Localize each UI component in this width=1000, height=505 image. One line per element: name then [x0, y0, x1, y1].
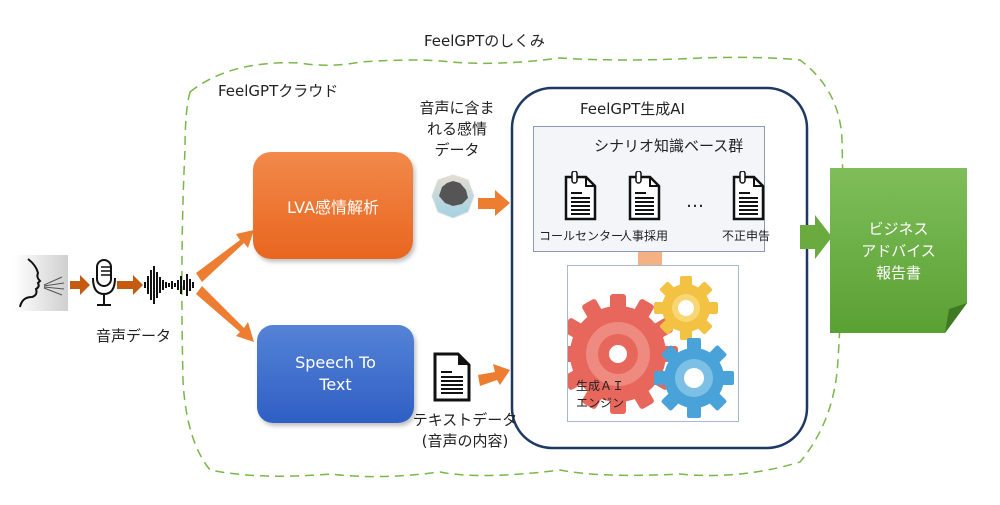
knowledge-base-title: シナリオ知識ベース群 [594, 137, 744, 155]
diagram-title: FeelGPTのしくみ [424, 32, 545, 50]
radar-chart-icon [428, 172, 478, 220]
gear-red [568, 294, 678, 414]
emotion-data-line3: データ [434, 141, 480, 159]
report-line2: アドバイス [861, 241, 936, 260]
engine-label-line1: 生成ＡＩ [576, 379, 625, 393]
lva-label: LVA感情解析 [286, 197, 380, 217]
knowledge-base-group: シナリオ知識ベース群 コールセンター 人事採用 … 不正申告 [533, 126, 770, 252]
cloud-border [181, 56, 844, 478]
gear-blue [654, 338, 734, 418]
stt-label-line1: Speech To [295, 353, 376, 372]
audio-data-label: 音声データ [96, 327, 172, 345]
kb-item-label: 人事採用 [620, 229, 669, 243]
arrow-ai-to-report [800, 215, 832, 259]
kb-item-fraud: 不正申告 [722, 170, 782, 244]
speech-to-text-box: Speech To Text [257, 325, 414, 423]
arrow-to-stt [196, 286, 254, 342]
microphone-icon [90, 258, 118, 310]
clipboard-document-icon [564, 170, 597, 221]
cloud-label: FeelGPTクラウド [218, 82, 339, 100]
report-line3: 報告書 [875, 263, 921, 282]
kb-item-hr: 人事採用 [620, 170, 692, 244]
ai-engine-box: 生成ＡＩ エンジン [567, 265, 739, 422]
ai-panel-title: FeelGPT生成AI [580, 100, 685, 118]
gear-yellow [654, 276, 718, 340]
arrow-emotion-to-ai [478, 190, 510, 216]
text-data-label: テキストデータ (音声の内容) [410, 410, 520, 452]
arrow-text-to-ai [478, 364, 510, 386]
kb-item-call-center: コールセンター [536, 170, 626, 244]
text-data-line1: テキストデータ [412, 411, 518, 429]
document-icon [432, 352, 472, 402]
speaking-person-icon [14, 255, 68, 311]
clipboard-document-icon [628, 170, 661, 221]
emotion-data-line1: 音声に含ま [419, 99, 495, 117]
report-line1: ビジネス [868, 219, 929, 238]
sound-wave-icon [143, 262, 205, 308]
emotion-data-label: 音声に含ま れる感情 データ [412, 98, 502, 161]
text-data-line2: (音声の内容) [421, 432, 509, 450]
page-curl [945, 303, 967, 333]
engine-label-line2: エンジン [576, 396, 625, 410]
arrow-to-lva [196, 230, 254, 282]
lva-emotion-analysis-box: LVA感情解析 [253, 152, 413, 259]
gears-icon [568, 276, 734, 418]
stt-label-line2: Text [319, 375, 352, 394]
emotion-data-line2: れる感情 [426, 120, 487, 138]
business-advice-report: ビジネス アドバイス 報告書 [830, 168, 967, 333]
arrow-speaker-to-mic [70, 275, 90, 295]
kb-item-label: 不正申告 [722, 229, 771, 243]
arrow-mic-to-wave [117, 275, 143, 295]
clipboard-document-icon [732, 170, 765, 221]
kb-ellipsis: … [686, 191, 704, 212]
engine-label: 生成ＡＩ エンジン [576, 378, 624, 412]
kb-item-label: コールセンター [538, 229, 623, 243]
